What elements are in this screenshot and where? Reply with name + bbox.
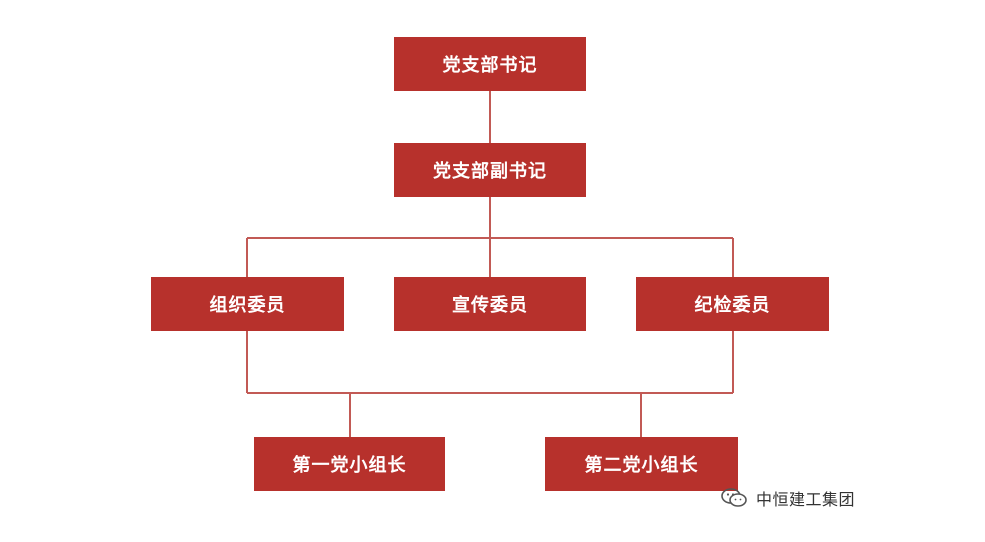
node-label: 宣传委员 bbox=[452, 295, 528, 316]
node-propaganda-member: 宣传委员 bbox=[394, 277, 586, 331]
watermark-text: 中恒建工集团 bbox=[756, 490, 856, 509]
node-label: 第二党小组长 bbox=[584, 455, 699, 476]
node-group-leader-1: 第一党小组长 bbox=[254, 437, 445, 491]
node-group-leader-2: 第二党小组长 bbox=[545, 437, 738, 491]
node-label: 纪检委员 bbox=[694, 295, 771, 316]
node-discipline-member: 纪检委员 bbox=[636, 277, 829, 331]
node-label: 党支部副书记 bbox=[433, 161, 547, 182]
watermark: 中恒建工集团 bbox=[720, 486, 855, 510]
node-label: 组织委员 bbox=[209, 295, 286, 316]
node-organization-member: 组织委员 bbox=[151, 277, 344, 331]
node-label: 党支部书记 bbox=[442, 55, 538, 76]
node-label: 第一党小组长 bbox=[292, 455, 407, 476]
node-party-branch-secretary: 党支部书记 bbox=[394, 37, 586, 91]
node-deputy-secretary: 党支部副书记 bbox=[394, 143, 586, 197]
wechat-icon bbox=[721, 488, 747, 507]
